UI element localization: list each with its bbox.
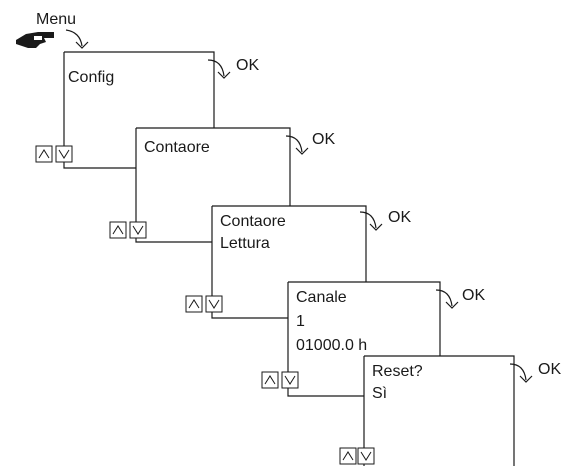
screen-canale: Canale 1 01000.0 h: [287, 281, 441, 397]
down-arrow-icon: [129, 221, 147, 239]
ok-label-4: OK: [462, 287, 485, 304]
nav-arrows-5: [339, 447, 375, 465]
menu-label: Menu: [36, 11, 76, 28]
screen-4-line-3: 01000.0 h: [296, 337, 367, 354]
nav-arrows-3: [185, 295, 223, 313]
screen-5-line-2: Sì: [372, 385, 387, 402]
curved-arrow-icon: [65, 29, 89, 49]
screen-4-line-2: 1: [296, 313, 305, 330]
screen-contaore: Contaore: [135, 127, 291, 243]
screen-1-line-1: Config: [68, 69, 114, 86]
nav-arrows-1: [35, 145, 73, 163]
down-arrow-icon: [357, 447, 375, 465]
ok-arrow-1: [207, 59, 231, 79]
ok-label-1: OK: [236, 57, 259, 74]
screen-contaore-lettura: Contaore Lettura: [211, 205, 367, 319]
ok-label-5: OK: [538, 361, 561, 378]
screen-3-line-2: Lettura: [220, 235, 270, 252]
ok-arrow-2: [285, 135, 309, 155]
up-arrow-icon: [261, 371, 279, 389]
nav-arrows-2: [109, 221, 147, 239]
screen-4-line-1: Canale: [296, 289, 347, 306]
screen-2-line-1: Contaore: [144, 139, 210, 156]
ok-arrow-3: [359, 211, 383, 231]
pointing-hand-icon: [16, 32, 54, 48]
down-arrow-icon: [55, 145, 73, 163]
screen-3-line-1: Contaore: [220, 213, 286, 230]
ok-label-3: OK: [388, 209, 411, 226]
down-arrow-icon: [281, 371, 299, 389]
ok-arrow-5: [509, 363, 533, 383]
up-arrow-icon: [339, 447, 357, 465]
screen-5-line-1: Reset?: [372, 363, 423, 380]
ok-label-2: OK: [312, 131, 335, 148]
nav-arrows-4: [261, 371, 299, 389]
screen-reset: Reset? Sì: [363, 355, 515, 466]
down-arrow-icon: [205, 295, 223, 313]
ok-arrow-4: [435, 289, 459, 309]
up-arrow-icon: [35, 145, 53, 163]
screen-config: Config: [63, 51, 215, 169]
up-arrow-icon: [109, 221, 127, 239]
up-arrow-icon: [185, 295, 203, 313]
